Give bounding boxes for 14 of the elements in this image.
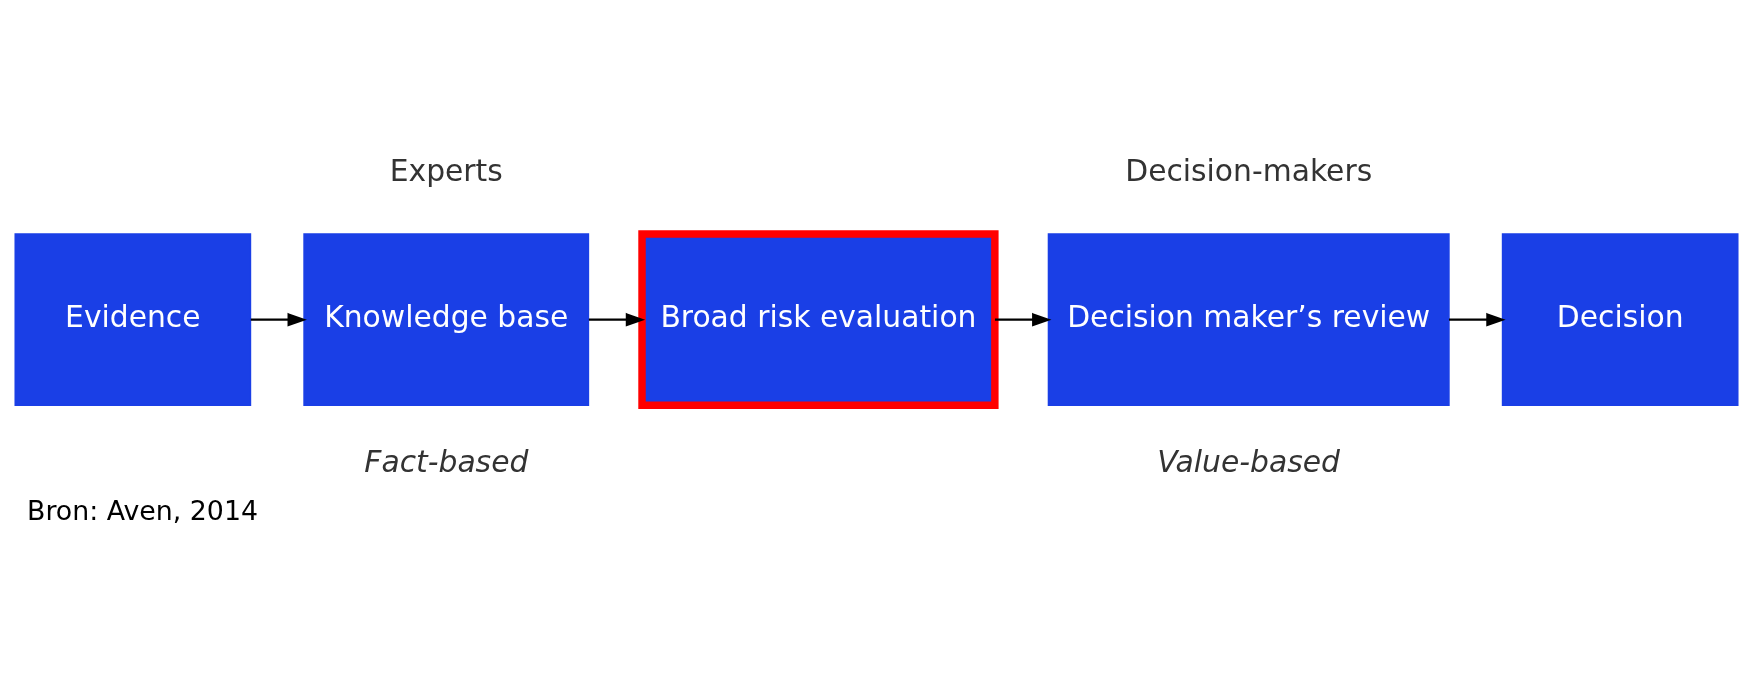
label: Decision-makers	[1125, 153, 1373, 189]
node-box: Decision maker’s review	[1047, 233, 1450, 406]
label: Experts	[389, 153, 503, 189]
label: Fact-based	[364, 443, 529, 479]
node-box: Broad risk evaluation	[638, 230, 999, 409]
arrow	[1449, 312, 1506, 327]
arrow	[250, 312, 307, 327]
arrow	[588, 312, 646, 327]
node-box: Evidence	[14, 233, 252, 406]
node-box: Decision	[1501, 233, 1739, 406]
caption: Bron: Aven, 2014	[27, 494, 258, 526]
arrow	[994, 312, 1052, 327]
node-box: Knowledge base	[303, 233, 590, 406]
label: Value-based	[1157, 443, 1340, 479]
